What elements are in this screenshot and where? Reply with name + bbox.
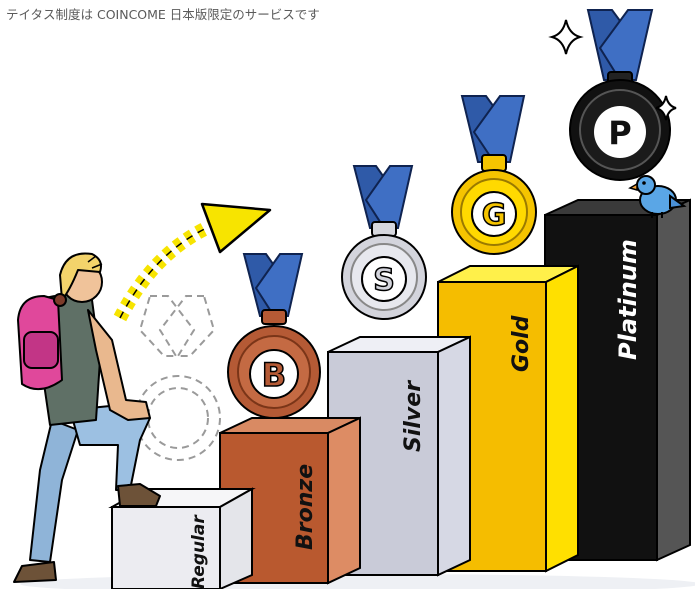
platinum-medal: P xyxy=(569,9,671,181)
tier-label-platinum: Platinum xyxy=(614,239,642,360)
bronze-medal: B xyxy=(227,253,321,419)
medal-letter-gold: G xyxy=(482,198,507,233)
tier-label-bronze: Bronze xyxy=(293,464,318,550)
hiker-figure xyxy=(13,252,161,583)
silver-box: Silver xyxy=(327,335,471,577)
silver-medal: S xyxy=(341,165,427,320)
medal-letter-bronze: B xyxy=(262,356,286,394)
tier-label-gold: Gold xyxy=(509,315,534,372)
sparkle-icon xyxy=(655,95,677,121)
medal-letter-platinum: P xyxy=(608,114,631,152)
gold-medal: G xyxy=(451,95,537,255)
ghost-medal xyxy=(135,295,221,461)
medal-letter-silver: S xyxy=(373,263,395,298)
tier-label-regular: Regular xyxy=(189,514,209,589)
sparkle-icon xyxy=(548,19,584,55)
caption-text: テイタス制度は COINCOME 日本版限定のサービスです xyxy=(6,7,320,22)
tier-label-silver: Silver xyxy=(401,380,426,452)
bird-icon xyxy=(628,175,687,218)
arrow-icon xyxy=(113,202,272,322)
